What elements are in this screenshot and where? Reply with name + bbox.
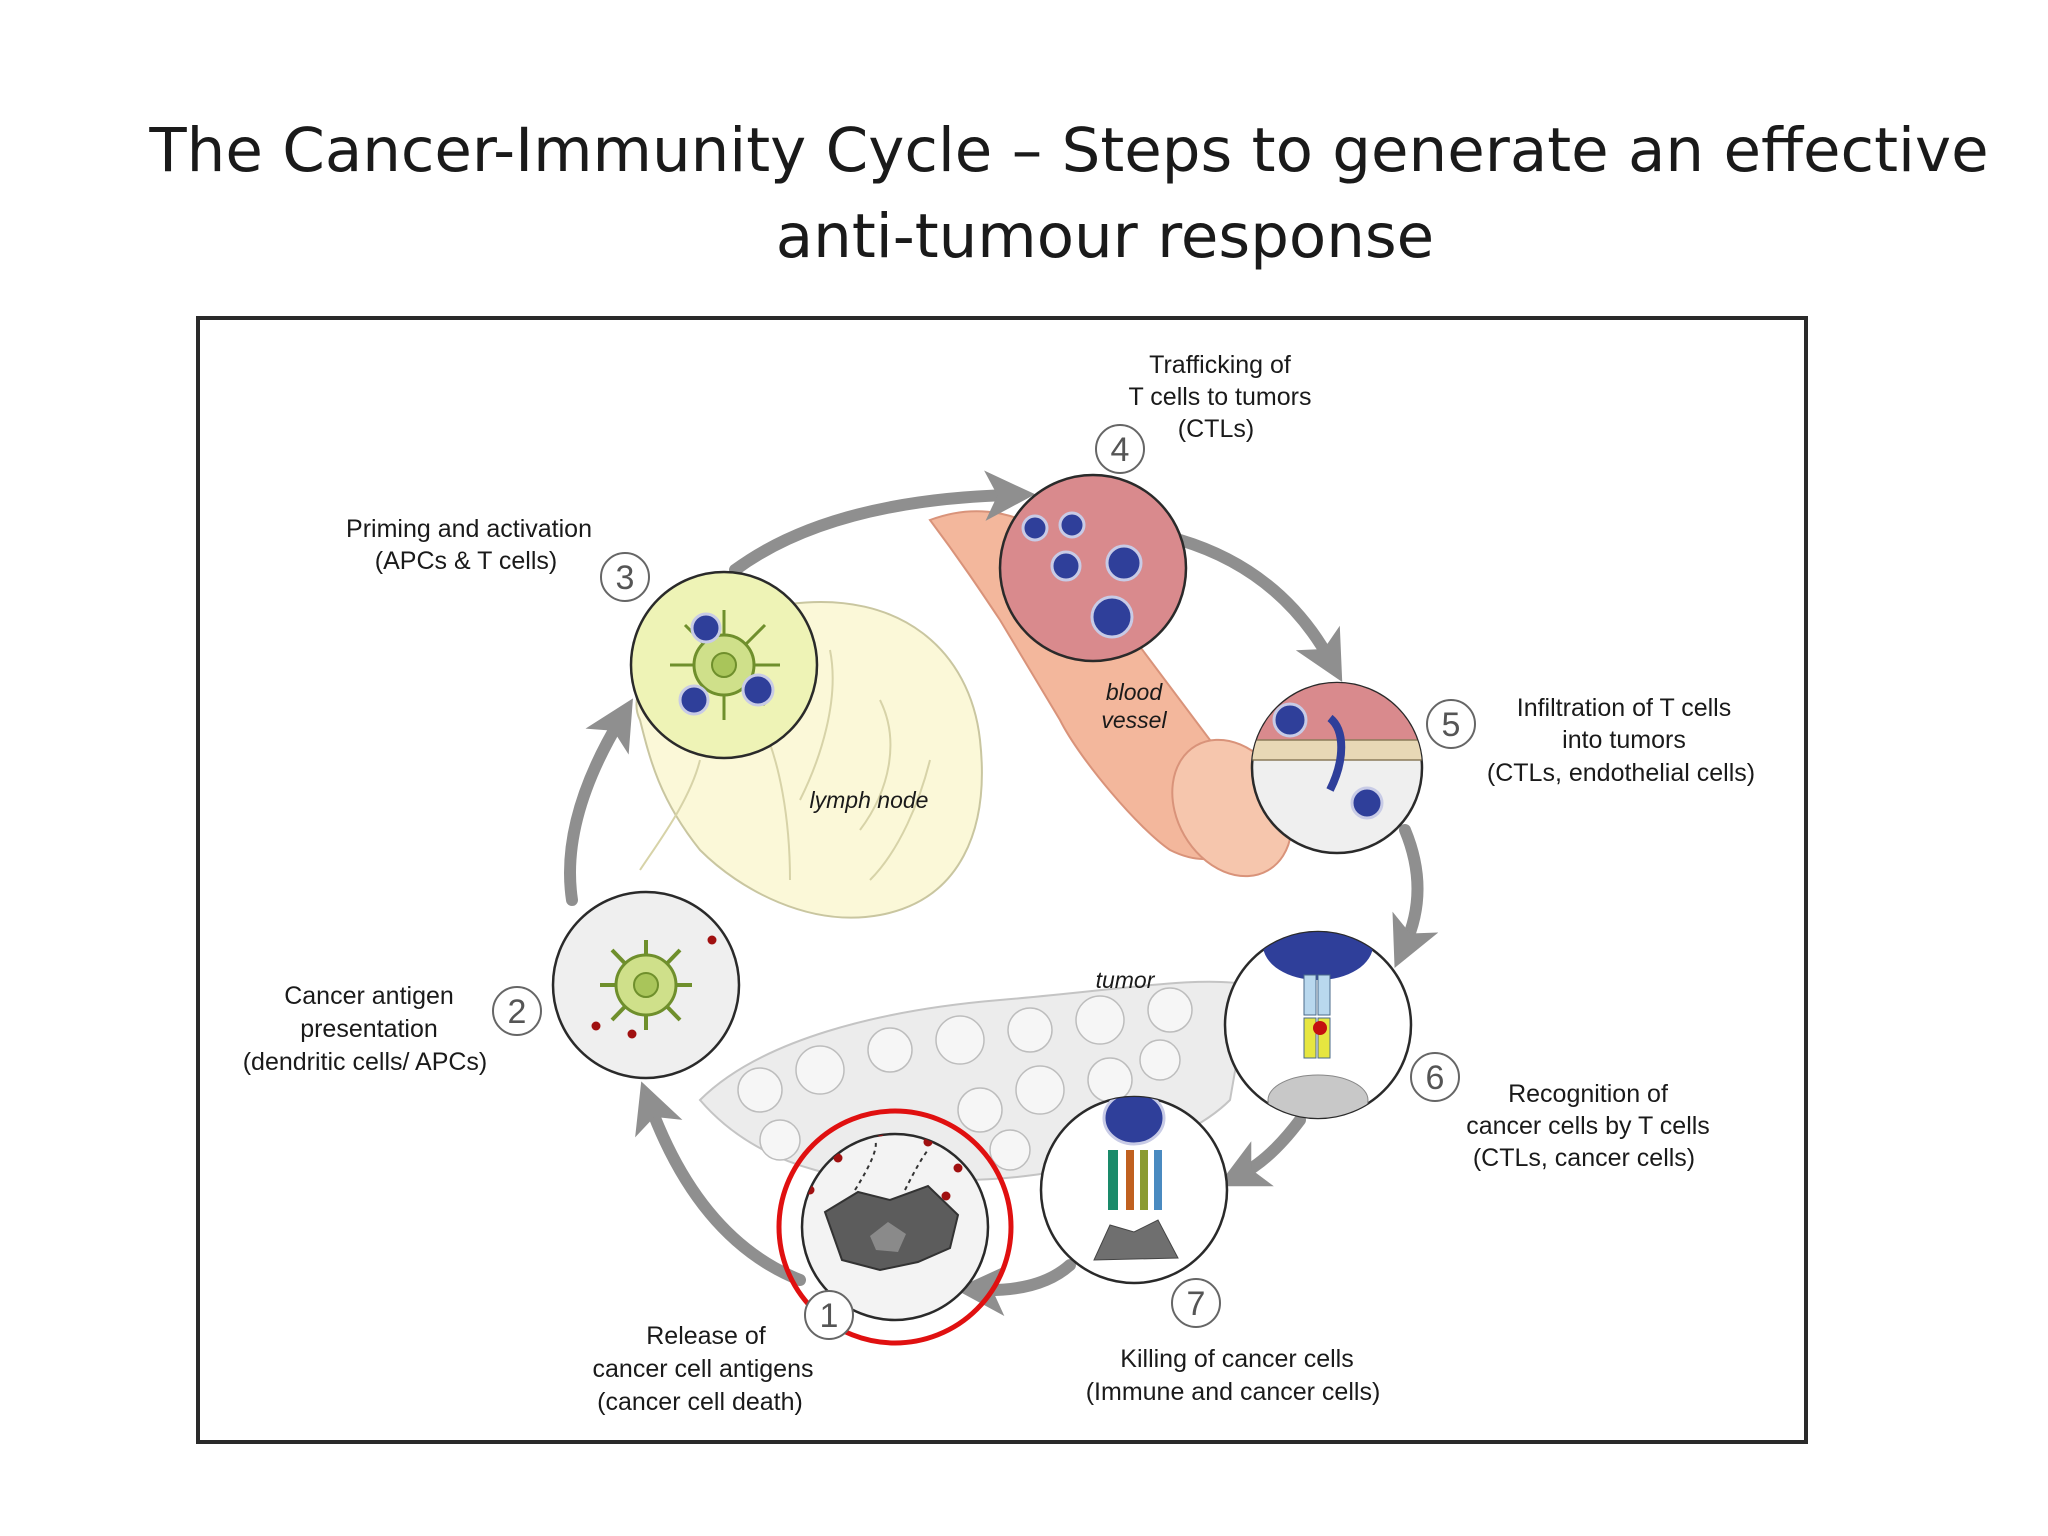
arrow-4-to-5 [1174, 534, 1343, 683]
step-6-label: Recognition of cancer cells by T cells (… [1466, 1080, 1710, 1172]
svg-text:(CTLs): (CTLs) [1178, 415, 1254, 443]
svg-text:presentation: presentation [300, 1015, 438, 1043]
svg-text:1: 1 [820, 1297, 839, 1335]
step-7-label: Killing of cancer cells (Immune and canc… [1086, 1345, 1381, 1406]
title-line-2: anti-tumour response [775, 201, 1435, 272]
step-1-label: Release of cancer cell antigens (cancer … [593, 1322, 814, 1416]
step-2-label: Cancer antigen presentation (dendritic c… [243, 982, 488, 1076]
arrow-5-to-6 [1392, 824, 1439, 968]
svg-text:cancer cells by T cells: cancer cells by T cells [1466, 1112, 1710, 1140]
arrow-3-to-4 [729, 470, 1036, 576]
title-line-1: The Cancer-Immunity Cycle – Steps to gen… [149, 115, 1989, 186]
svg-text:3: 3 [616, 559, 635, 597]
arrow-1-to-2 [635, 1081, 806, 1286]
svg-text:T cells to tumors: T cells to tumors [1129, 383, 1312, 411]
svg-text:(Immune and cancer cells): (Immune and cancer cells) [1086, 1378, 1381, 1406]
step-badge-5: 5 [1426, 699, 1476, 749]
step-badge-2: 2 [492, 986, 542, 1036]
tumor-label: tumor [1096, 967, 1156, 993]
step-badge-7: 7 [1171, 1278, 1221, 1328]
svg-text:cancer cell antigens: cancer cell antigens [593, 1355, 814, 1383]
svg-text:into tumors: into tumors [1562, 726, 1686, 754]
cycle-arrows [564, 470, 1439, 1317]
svg-text:Priming and activation: Priming and activation [346, 515, 592, 543]
svg-text:(cancer cell death): (cancer cell death) [597, 1388, 803, 1416]
highlight-ring [776, 1108, 1014, 1346]
step-3-label: Priming and activation (APCs & T cells) [346, 515, 592, 575]
svg-text:Cancer antigen: Cancer antigen [284, 982, 454, 1010]
step-badge-3: 3 [600, 552, 650, 602]
step-1-antigen-release-circle [776, 1108, 1014, 1346]
arrow-2-to-3 [564, 698, 633, 906]
arrow-6-to-7 [1217, 1114, 1306, 1187]
svg-text:Killing of cancer cells: Killing of cancer cells [1120, 1345, 1353, 1373]
svg-text:(CTLs, endothelial cells): (CTLs, endothelial cells) [1487, 759, 1755, 787]
svg-text:4: 4 [1111, 431, 1130, 469]
lymph-node-label: lymph node [810, 787, 929, 813]
svg-text:Release of: Release of [646, 1322, 766, 1350]
step-badge-4: 4 [1095, 424, 1145, 474]
step-badge-1: 1 [804, 1290, 854, 1340]
slide-title: The Cancer-Immunity Cycle – Steps to gen… [0, 108, 2048, 280]
step-2-dendritic-cell-circle [551, 890, 741, 1080]
svg-text:(CTLs, cancer cells): (CTLs, cancer cells) [1473, 1144, 1695, 1172]
step-numbers: 1 2 3 4 5 6 7 [492, 424, 1476, 1340]
step-5-label: Infiltration of T cells into tumors (CTL… [1487, 694, 1755, 787]
step-7-killing-circle [1039, 1095, 1229, 1285]
svg-text:(dendritic cells/ APCs): (dendritic cells/ APCs) [243, 1048, 488, 1076]
svg-text:2: 2 [508, 993, 527, 1031]
svg-text:Trafficking of: Trafficking of [1149, 351, 1291, 379]
step-badge-6: 6 [1410, 1052, 1460, 1102]
svg-text:Recognition of: Recognition of [1508, 1080, 1668, 1108]
step-3-priming-circle [629, 570, 819, 760]
svg-text:5: 5 [1442, 706, 1461, 744]
step-6-recognition-circle [1223, 930, 1413, 1120]
svg-text:6: 6 [1426, 1059, 1445, 1097]
svg-text:(APCs & T cells): (APCs & T cells) [375, 547, 557, 575]
svg-text:Infiltration of T cells: Infiltration of T cells [1517, 694, 1731, 722]
blood-vessel-label-1: blood [1106, 679, 1163, 705]
svg-text:7: 7 [1187, 1285, 1206, 1323]
step-4-trafficking-circle [998, 473, 1188, 663]
blood-vessel-label-2: vessel [1101, 707, 1167, 733]
step-4-label: Trafficking of T cells to tumors (CTLs) [1129, 351, 1312, 443]
